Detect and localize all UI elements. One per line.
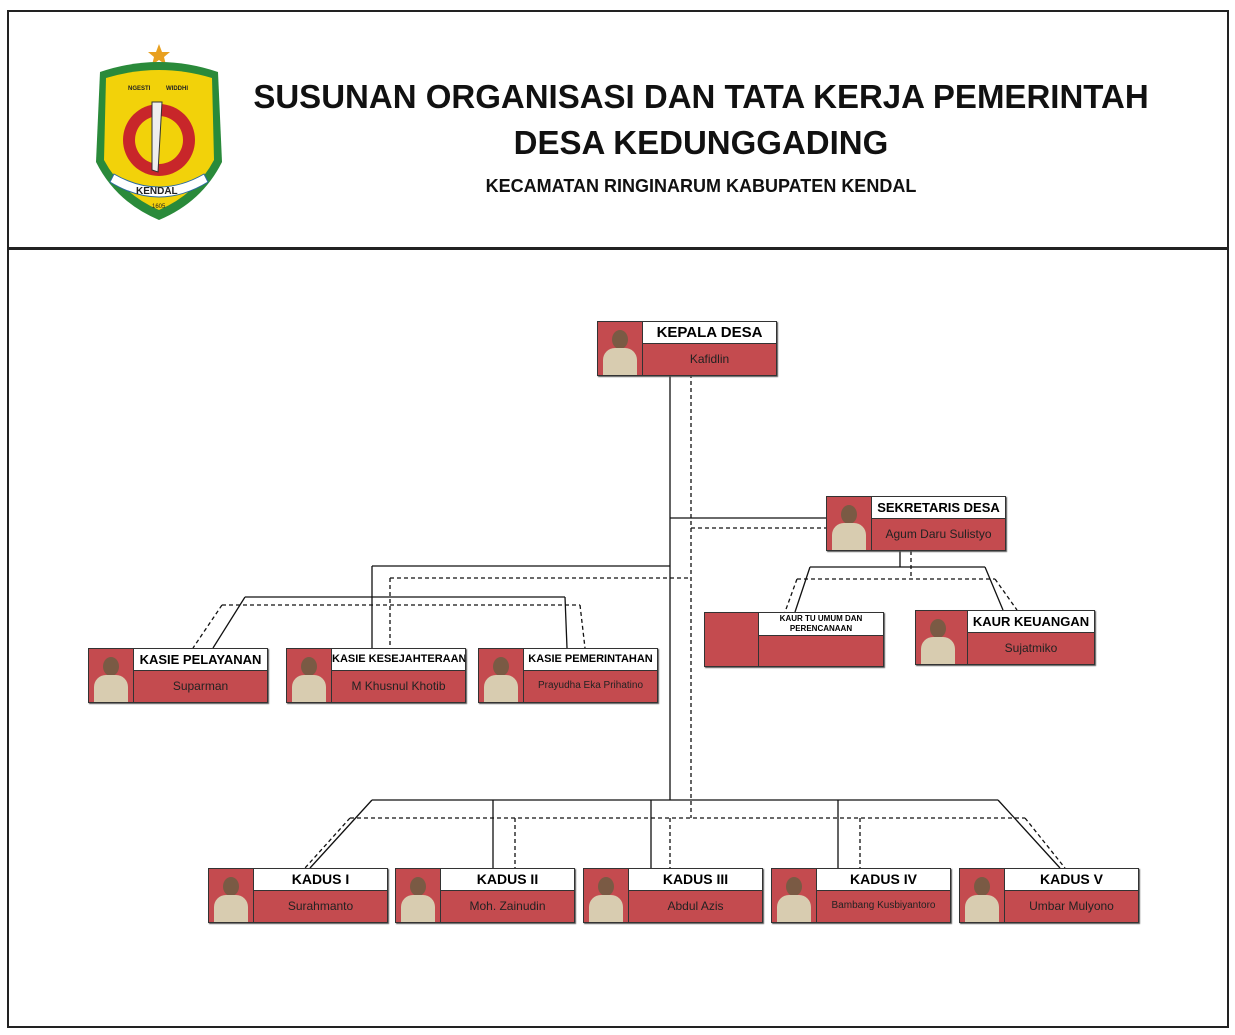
node-title: KASIE PEMERINTAHAN <box>524 649 657 671</box>
node-kadus-3: KADUS III Abdul Azis <box>583 868 763 923</box>
photo <box>287 649 332 702</box>
kendal-logo: NGESTI WIDDHI KENDAL 1605 <box>96 44 222 220</box>
photo <box>396 869 441 922</box>
photo <box>479 649 524 702</box>
node-name: M Khusnul Khotib <box>351 679 446 693</box>
node-name: Sujatmiko <box>1004 641 1058 655</box>
node-name: Umbar Mulyono <box>1029 899 1114 913</box>
svg-text:1605: 1605 <box>152 204 166 210</box>
node-kaur-tu: KAUR TU UMUM DAN PERENCANAAN <box>704 612 884 667</box>
node-sekretaris-desa: SEKRETARIS DESA Agum Daru Sulistyo <box>826 496 1006 551</box>
node-kasie-kesejahteraan: KASIE KESEJAHTERAAN M Khusnul Khotib <box>286 648 466 703</box>
svg-text:KENDAL: KENDAL <box>136 186 178 197</box>
photo <box>960 869 1005 922</box>
node-name: Suparman <box>172 679 229 693</box>
page-title-line1: SUSUNAN ORGANISASI DAN TATA KERJA PEMERI… <box>253 78 1149 115</box>
photo <box>598 322 643 375</box>
node-kadus-1: KADUS I Surahmanto <box>208 868 388 923</box>
node-name <box>759 636 883 666</box>
header-divider <box>7 247 1229 250</box>
page-title-line2: DESA KEDUNGGADING <box>513 124 889 161</box>
node-title: KADUS V <box>1005 869 1138 891</box>
node-title: SEKRETARIS DESA <box>872 497 1005 519</box>
dashed-connectors <box>192 374 1066 869</box>
photo <box>916 611 968 664</box>
node-kasie-pemerintahan: KASIE PEMERINTAHAN Prayudha Eka Prihatin… <box>478 648 658 703</box>
node-name: Agum Daru Sulistyo <box>885 527 992 541</box>
node-name: Kafidlin <box>689 352 730 366</box>
page-subtitle: KECAMATAN RINGINARUM KABUPATEN KENDAL <box>485 176 917 196</box>
node-title: KADUS III <box>629 869 762 891</box>
node-name: Prayudha Eka Prihatino <box>537 680 644 691</box>
node-kepala-desa: KEPALA DESA Kafidlin <box>597 321 777 376</box>
node-kadus-2: KADUS II Moh. Zainudin <box>395 868 575 923</box>
photo <box>89 649 134 702</box>
photo <box>584 869 629 922</box>
node-kaur-keuangan: KAUR KEUANGAN Sujatmiko <box>915 610 1095 665</box>
node-kasie-pelayanan: KASIE PELAYANAN Suparman <box>88 648 268 703</box>
page-frame <box>7 10 1229 1028</box>
node-title: KASIE PELAYANAN <box>134 649 267 671</box>
photo <box>827 497 872 550</box>
photo <box>209 869 254 922</box>
node-kadus-4: KADUS IV Bambang Kusbiyantoro <box>771 868 951 923</box>
node-title: KAUR TU UMUM DAN PERENCANAAN <box>759 613 883 636</box>
node-title: KASIE KESEJAHTERAAN <box>332 649 465 671</box>
node-name: Bambang Kusbiyantoro <box>831 900 936 911</box>
node-title: KADUS IV <box>817 869 950 891</box>
node-title: KAUR KEUANGAN <box>968 611 1094 633</box>
solid-connectors <box>212 374 1061 869</box>
node-title: KADUS II <box>441 869 574 891</box>
node-title: KADUS I <box>254 869 387 891</box>
node-name: Moh. Zainudin <box>469 899 546 913</box>
svg-text:NGESTI: NGESTI <box>128 86 151 92</box>
svg-text:WIDDHI: WIDDHI <box>166 86 188 92</box>
node-name: Surahmanto <box>287 899 354 913</box>
node-kadus-5: KADUS V Umbar Mulyono <box>959 868 1139 923</box>
photo <box>772 869 817 922</box>
node-name: Abdul Azis <box>667 899 724 913</box>
node-title: KEPALA DESA <box>643 322 776 344</box>
photo-placeholder <box>705 613 759 666</box>
